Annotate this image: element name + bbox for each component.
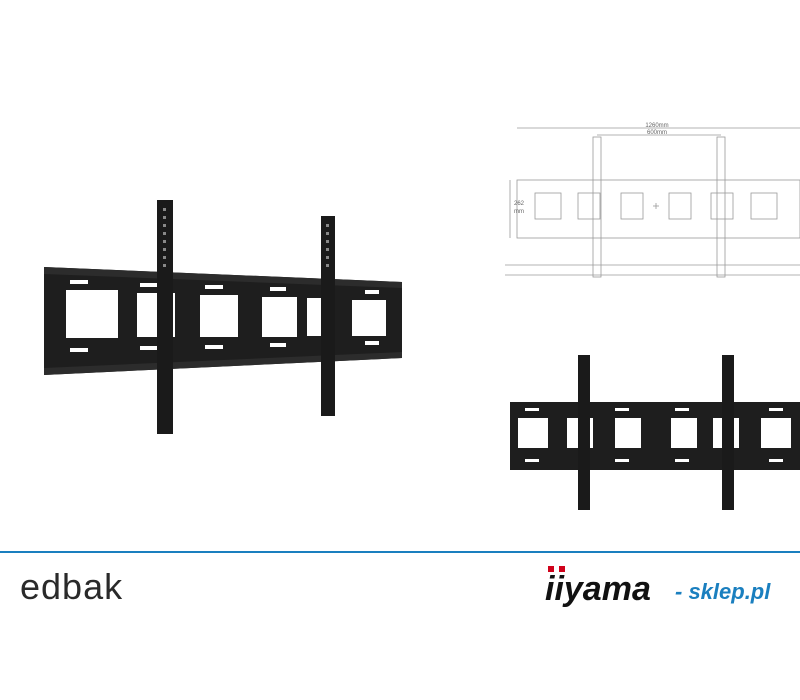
footer-divider (0, 551, 800, 553)
iiyama-sklep-logo: iiyama - sklep.pl (545, 566, 771, 608)
plate-cutouts (66, 280, 386, 352)
front-right-arm (722, 355, 734, 510)
left-arm (157, 200, 173, 434)
height-dimension-unit: mm (514, 209, 524, 215)
front-view-photo (510, 355, 800, 510)
edbak-logo-text: edbak (20, 570, 123, 606)
diagram-plate (516, 179, 800, 239)
inner-width-dimension-label: 600mm (647, 130, 667, 136)
front-left-arm (578, 355, 590, 510)
height-dimension-value: 262 (514, 201, 525, 207)
front-plate (510, 402, 800, 470)
iiyama-red-dot (548, 566, 554, 572)
edbak-logo: edbak (20, 570, 123, 606)
main-product-photo (44, 200, 402, 434)
dimension-diagram: 1260mm 600mm 262 mm (505, 123, 800, 278)
iiyama-logo-text: iiyama (545, 570, 651, 608)
shop-domain-text: - sklep.pl (675, 579, 771, 604)
right-arm (321, 216, 335, 416)
width-dimension-label: 1260mm (645, 123, 668, 129)
